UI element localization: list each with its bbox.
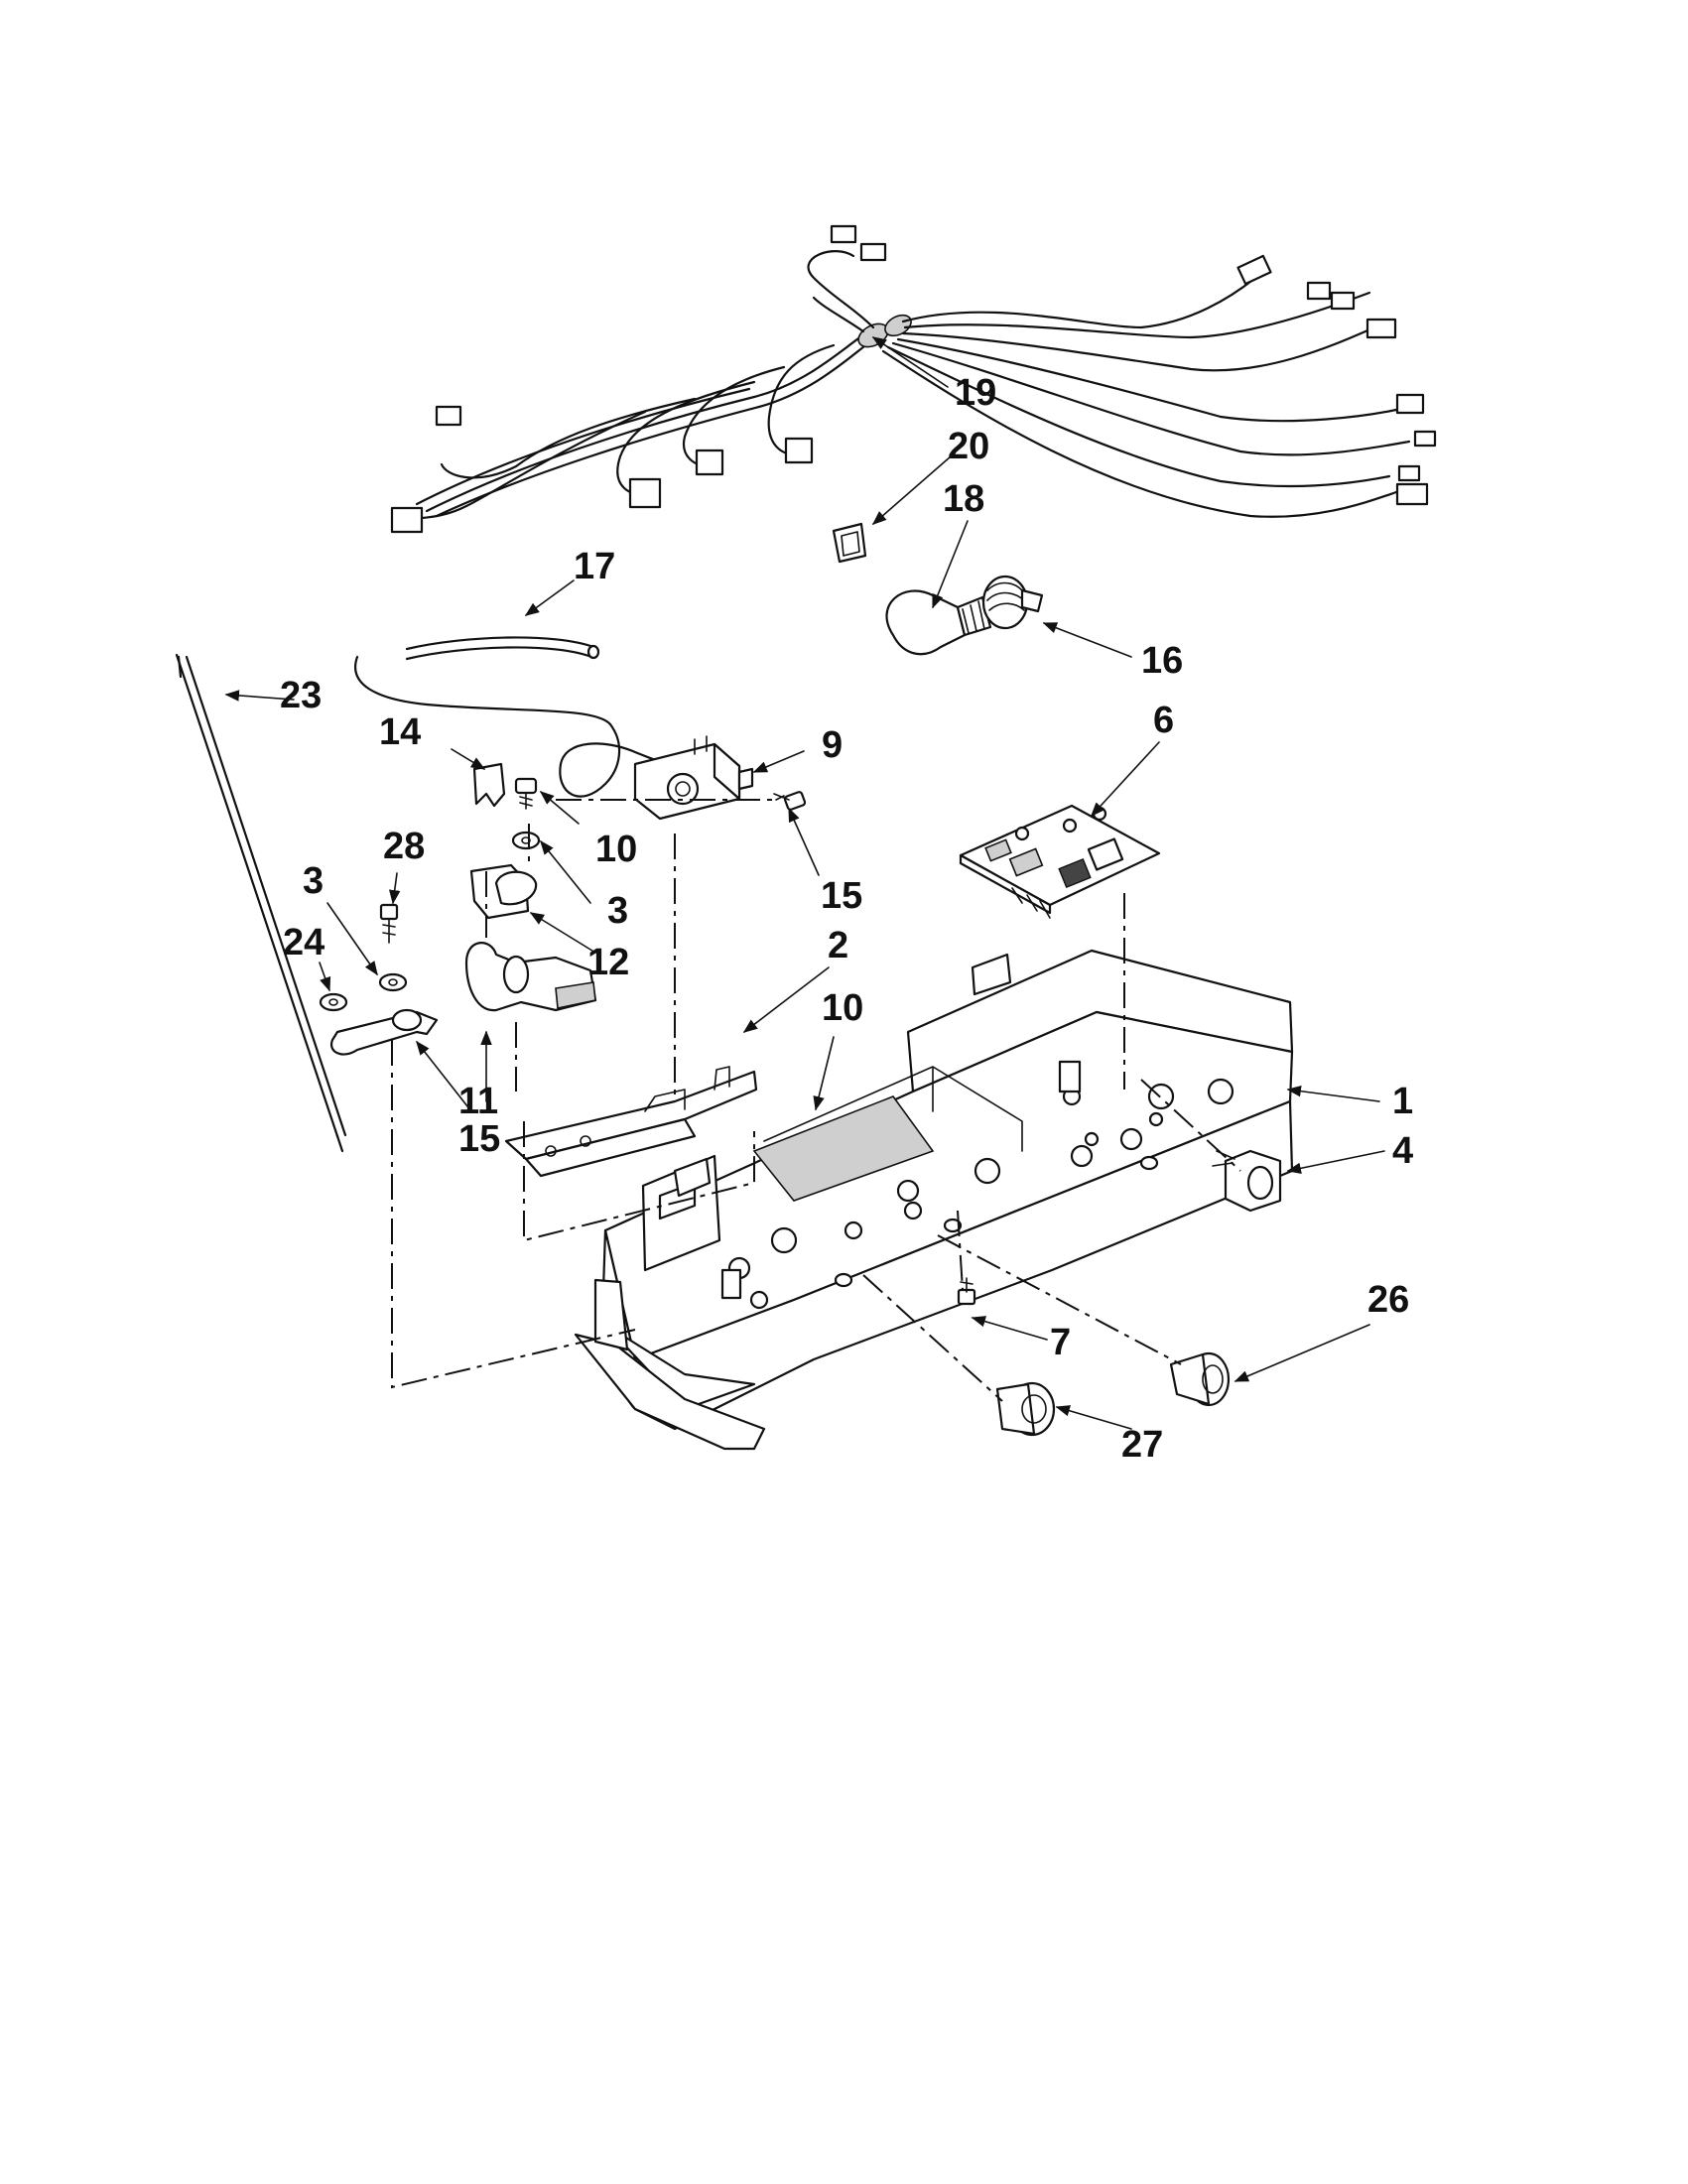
- electronic-control-board: [959, 804, 1161, 919]
- button-cap: [1169, 1351, 1231, 1407]
- connector: [1236, 254, 1272, 286]
- light-bulb: [885, 589, 992, 656]
- callout-24: 24: [283, 922, 325, 964]
- callout-1: 1: [1392, 1081, 1413, 1122]
- connector: [390, 506, 424, 534]
- leader-lines: [224, 336, 1385, 1430]
- connector: [1395, 482, 1429, 506]
- connector: [784, 437, 814, 464]
- callout-26: 26: [1367, 1279, 1409, 1321]
- control-knob: [464, 942, 597, 1012]
- assembly-lines: [391, 799, 1241, 1402]
- callout-15: 15: [458, 1118, 500, 1160]
- thermistor-tube: [354, 636, 677, 798]
- callouts: 19 20 18 17 16 23 6 14 9 28 10 15 3 3 24…: [280, 372, 1413, 1466]
- callout-18: 17: [574, 546, 615, 587]
- connector: [830, 224, 857, 244]
- wiring-harness: [390, 224, 1437, 534]
- callout-14: 14: [379, 711, 421, 753]
- callout-28: 28: [383, 826, 425, 867]
- callout-4: 4: [1392, 1130, 1413, 1172]
- cam-lever: [329, 1008, 439, 1056]
- connector: [435, 405, 462, 427]
- connector: [1413, 430, 1437, 448]
- switch: [1212, 1149, 1282, 1213]
- callout-11: 11: [458, 1081, 498, 1122]
- callout-21: 20: [948, 426, 989, 467]
- screw: [379, 903, 399, 944]
- callout-7: 7: [1050, 1322, 1071, 1363]
- callout-16: 15: [821, 875, 862, 917]
- connector: [628, 477, 662, 509]
- callout-17: 16: [1141, 640, 1183, 682]
- callout-2: 2: [828, 925, 848, 966]
- cold-control-thermostat: [633, 735, 754, 821]
- callout-20: 19: [955, 372, 996, 414]
- callout-3: 3: [303, 860, 324, 902]
- screw: [957, 1277, 976, 1306]
- connector: [1306, 281, 1332, 301]
- screw: [514, 777, 538, 810]
- screw: [773, 791, 807, 811]
- connector: [1365, 318, 1397, 339]
- mounting-plate: [504, 1066, 758, 1178]
- light-lens: [995, 1381, 1056, 1437]
- terminal-insulator: [832, 522, 867, 564]
- washer: [511, 831, 541, 850]
- callout-10: 10: [822, 987, 863, 1029]
- callout-19: 18: [943, 478, 984, 520]
- callout-9: 9: [822, 724, 843, 766]
- callout-23: 23: [280, 675, 322, 716]
- callout-3: 3: [607, 890, 628, 932]
- callout-6: 6: [1153, 700, 1174, 741]
- bracket: [469, 863, 538, 920]
- control-rod: [175, 653, 347, 1153]
- control-housing: [574, 949, 1294, 1451]
- clip: [472, 762, 506, 808]
- connector: [1395, 393, 1425, 415]
- callout-27: 27: [1121, 1424, 1163, 1466]
- connector: [1330, 291, 1356, 311]
- callout-10: 10: [595, 829, 637, 870]
- light-socket: [981, 575, 1044, 630]
- callout-12: 12: [587, 942, 629, 983]
- connector: [695, 449, 724, 476]
- connector: [859, 242, 887, 262]
- washer: [378, 972, 408, 992]
- washer: [319, 992, 348, 1012]
- connector: [1397, 464, 1421, 482]
